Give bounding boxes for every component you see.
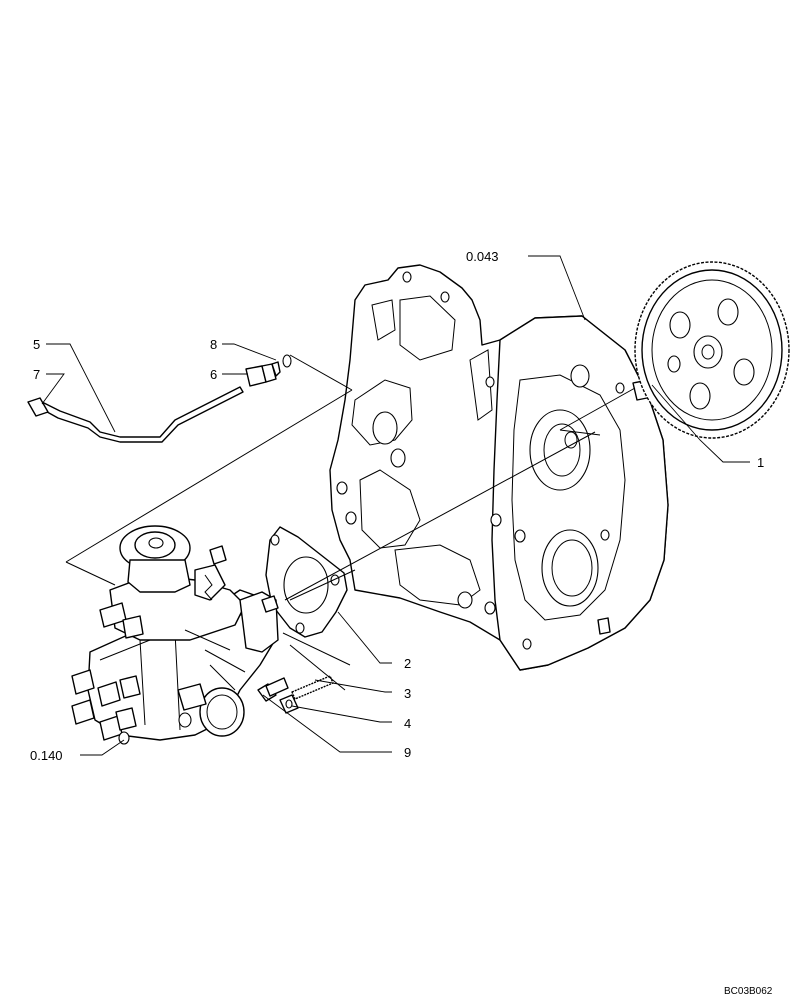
pump-flange-gasket bbox=[265, 526, 348, 638]
label-pump: 0.140 bbox=[30, 748, 63, 763]
injection-pump-gear bbox=[634, 261, 790, 439]
label-housing: 0.043 bbox=[466, 249, 499, 264]
label-pipe: 5 bbox=[33, 337, 40, 352]
label-bolt: 9 bbox=[404, 745, 411, 760]
label-pipe-fitting: 7 bbox=[33, 367, 40, 382]
fuel-injection-pump bbox=[71, 525, 279, 745]
pipe-union-fitting bbox=[245, 361, 281, 387]
sealing-washer bbox=[282, 354, 292, 368]
flange-bolt bbox=[257, 677, 289, 702]
leader-lines bbox=[41, 255, 750, 756]
assembly-centerline bbox=[284, 431, 596, 601]
hex-nut bbox=[279, 694, 299, 714]
label-washer: 8 bbox=[210, 337, 217, 352]
label-nut: 4 bbox=[404, 716, 411, 731]
gear-housing bbox=[329, 264, 669, 671]
mounting-stud bbox=[291, 675, 334, 700]
label-stud: 3 bbox=[404, 686, 411, 701]
label-union: 6 bbox=[210, 367, 217, 382]
label-gear: 1 bbox=[757, 455, 764, 470]
label-gasket: 2 bbox=[404, 656, 411, 671]
fuel-return-pipe bbox=[27, 386, 244, 443]
drawing-reference: BC03B062 bbox=[724, 986, 773, 997]
